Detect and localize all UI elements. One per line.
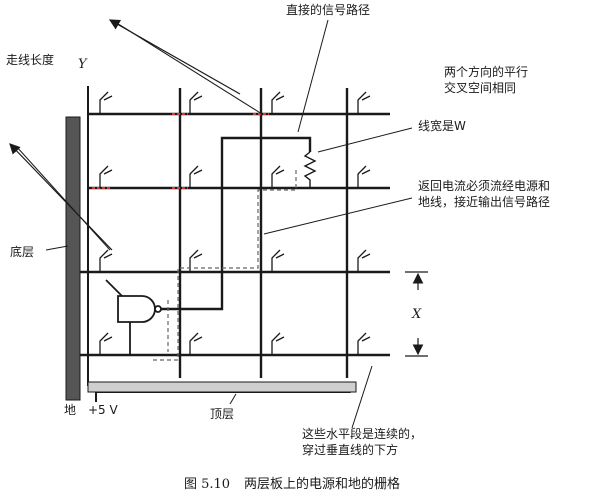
- figure-caption: 两层板上的电源和地的栅格: [244, 476, 400, 492]
- label-return-2: 地线，接近输出信号路径: [418, 194, 550, 209]
- logic-gate: [105, 279, 162, 356]
- figure-number: 图 5.10: [184, 477, 230, 492]
- x-dimension: [405, 271, 428, 357]
- return-path: [150, 170, 297, 361]
- label-trace-length-var: Y: [78, 57, 88, 72]
- leader-direct-path: [297, 19, 329, 133]
- label-parallel-2: 交叉空间相同: [444, 80, 516, 95]
- y-dimension-arrow: [9, 143, 113, 251]
- label-note-2: 穿过垂直线的下方: [302, 442, 398, 457]
- leader-top-layer: [229, 393, 237, 405]
- decoupling-caps: [99, 91, 371, 355]
- crossing-highlights: [92, 113, 269, 189]
- y-dimension-span-lower: [15, 145, 111, 251]
- horizontal-grid-lines: [80, 112, 390, 357]
- load-resistor: [303, 151, 317, 188]
- leader-width: [317, 127, 413, 153]
- y-dimension-span: [111, 19, 263, 115]
- label-ground: 地: [64, 403, 76, 417]
- label-bottom-layer: 底层: [10, 244, 34, 259]
- vcc-bus-fill: [87, 381, 357, 393]
- label-trace-length: 走线长度: [6, 52, 54, 67]
- leader-return: [263, 197, 413, 235]
- label-return-1: 返回电流必须流经电源和: [418, 179, 550, 193]
- label-vcc: +5 V: [88, 403, 119, 417]
- vertical-grid-lines: [178, 88, 349, 378]
- leader-bottom: [45, 245, 69, 251]
- label-direct-path: 直接的信号路径: [286, 2, 370, 17]
- label-spacing-var: X: [411, 307, 422, 322]
- leader-note: [351, 365, 373, 429]
- ground-bar: [65, 116, 81, 401]
- signal-path: [161, 136, 312, 311]
- label-parallel-1: 两个方向的平行: [444, 64, 528, 79]
- label-width: 线宽是W: [418, 118, 466, 133]
- label-note-1: 这些水平段是连续的，: [302, 426, 422, 441]
- label-top-layer: 顶层: [210, 407, 234, 421]
- leader-lines: [45, 19, 413, 429]
